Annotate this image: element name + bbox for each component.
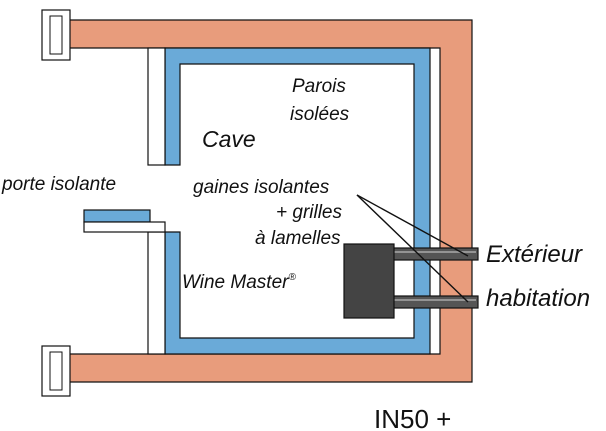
door-hinge-top-inner	[49, 15, 63, 55]
unit-label-name: Wine Master	[182, 272, 289, 293]
door-leaf-insulation	[83, 209, 151, 223]
walls-label-line1: Parois	[292, 76, 346, 97]
insulation-layer	[164, 47, 431, 355]
model-label: IN50 +	[374, 404, 451, 431]
door-leaf	[83, 221, 166, 233]
wine-master-unit	[343, 243, 395, 319]
unit-label: Wine Master®	[182, 272, 296, 293]
door-frame-bottom	[147, 231, 166, 355]
door-hinge-bottom-inner	[49, 351, 63, 391]
ducts-label-line3: à lamelles	[255, 228, 341, 249]
pointer-line-2	[356, 194, 469, 303]
ducts-label-line1: gaines isolantes	[193, 177, 330, 198]
cave-label: Cave	[202, 126, 256, 152]
pointer-line-1	[356, 194, 469, 257]
door-label: porte isolante	[1, 174, 116, 195]
home-label: habitation	[486, 285, 590, 312]
ducts-label-line2: + grilles	[276, 202, 342, 223]
unit-label-registered-mark: ®	[288, 272, 296, 283]
outer-wall	[55, 19, 473, 383]
duct-bottom	[391, 295, 479, 309]
outside-label: Extérieur	[486, 241, 583, 268]
walls-label-line2: isolées	[290, 104, 350, 125]
door-frame-top	[147, 47, 166, 166]
